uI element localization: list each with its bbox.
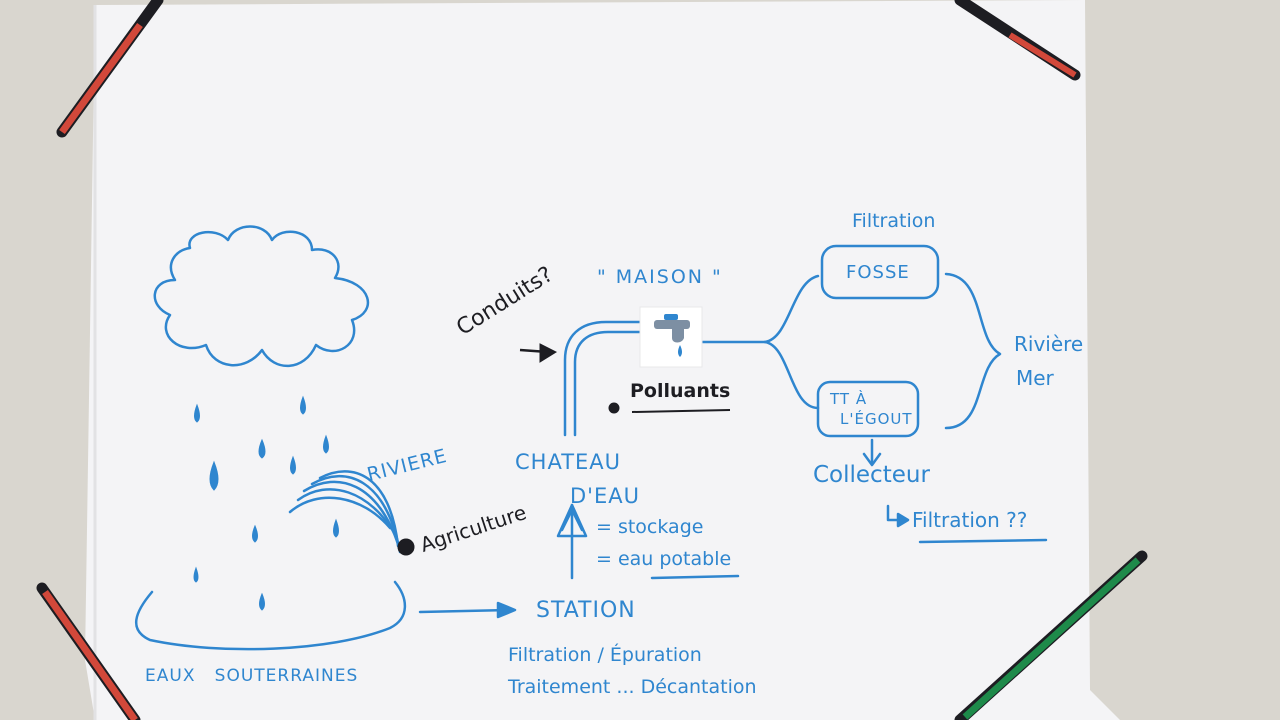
- label-filtration-question: Filtration ??: [912, 508, 1028, 532]
- arrow-to-station: [418, 608, 512, 614]
- label-polluants: Polluants: [630, 380, 731, 402]
- bullet-polluants: [608, 402, 620, 414]
- label-collecteur: Collecteur: [813, 462, 930, 488]
- pipe: [563, 320, 642, 437]
- label-deau: D'EAU: [570, 484, 640, 508]
- tape-bottom-right: [954, 550, 1148, 720]
- label-filtration-epuration: Filtration / Épuration: [508, 644, 702, 666]
- rain-drop: [300, 395, 306, 415]
- label-filtration-top: Filtration: [852, 210, 936, 232]
- branch-lower: [763, 340, 820, 410]
- underline-eau-potable: [650, 574, 740, 580]
- label-riviere-mer-1: Rivière: [1014, 332, 1084, 356]
- groundwater-pool: [134, 580, 407, 651]
- rain-drop: [252, 524, 258, 543]
- label-eau-potable: = eau potable: [596, 548, 732, 570]
- underline-polluants: [631, 409, 731, 413]
- paper-sheet: [85, 0, 1120, 720]
- tape-bottom-left: [36, 582, 141, 720]
- rain-drop: [193, 566, 199, 583]
- label-egout: L'ÉGOUT: [840, 410, 913, 428]
- label-riviere-mer-2: Mer: [1016, 366, 1054, 390]
- label-eaux-souterraines: EAUX SOUTERRAINES: [145, 666, 359, 686]
- tape-top-left: [56, 0, 164, 138]
- label-maison: " MAISON ": [597, 266, 723, 288]
- label-chateau: CHATEAU: [515, 450, 622, 474]
- rain-drop: [209, 460, 219, 491]
- rain-drop: [290, 455, 296, 475]
- bullet-agriculture: [397, 538, 415, 556]
- brace: [944, 272, 1002, 430]
- rain-drop: [333, 518, 339, 538]
- label-tt: TT À: [830, 390, 868, 408]
- underline-filtration: [918, 538, 1048, 544]
- rain-drop: [323, 434, 329, 454]
- branch-upper: [763, 274, 820, 344]
- label-traitement: Traitement ... Décantation: [508, 676, 757, 698]
- label-stockage: = stockage: [596, 516, 704, 538]
- fosse-box: [820, 244, 940, 300]
- label-station: STATION: [536, 598, 636, 623]
- rain-drop: [258, 438, 266, 459]
- tape-top-right: [954, 0, 1081, 81]
- rain-drop: [259, 592, 265, 611]
- rain-drops: [193, 395, 339, 611]
- label-fosse: FOSSE: [846, 262, 910, 283]
- river-lines: [288, 470, 402, 554]
- cloud: [153, 225, 370, 368]
- faucet-icon: [639, 306, 703, 368]
- rain-drop: [194, 403, 200, 423]
- egout-box: [816, 380, 920, 438]
